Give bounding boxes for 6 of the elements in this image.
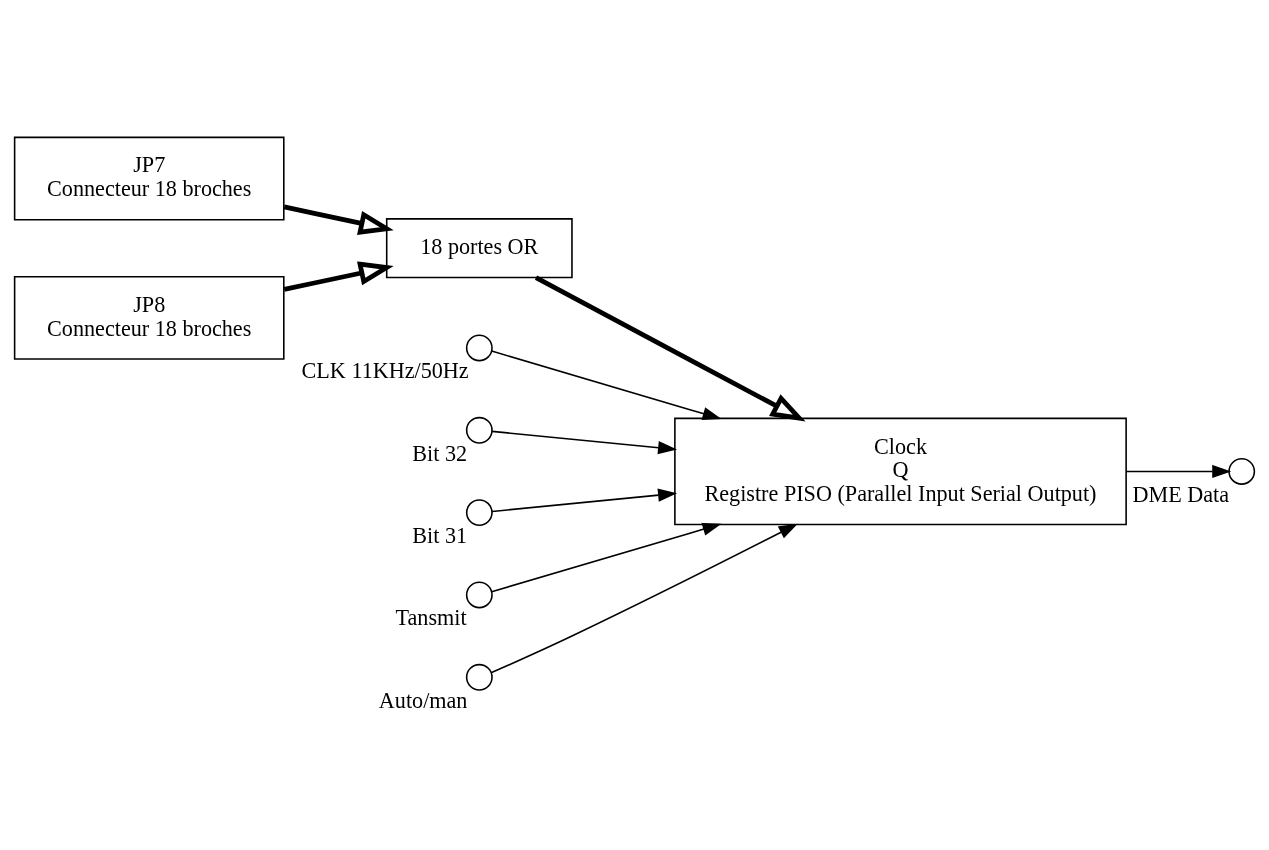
node-label: CLK 11KHz/50Hz — [301, 357, 469, 383]
node-label: DME Data — [1132, 481, 1230, 507]
node-label: Tansmit — [395, 604, 467, 630]
node-label: Bit 31 — [412, 522, 468, 548]
node-label: Bit 32 — [412, 440, 468, 466]
node-label: Auto/man — [378, 687, 468, 713]
